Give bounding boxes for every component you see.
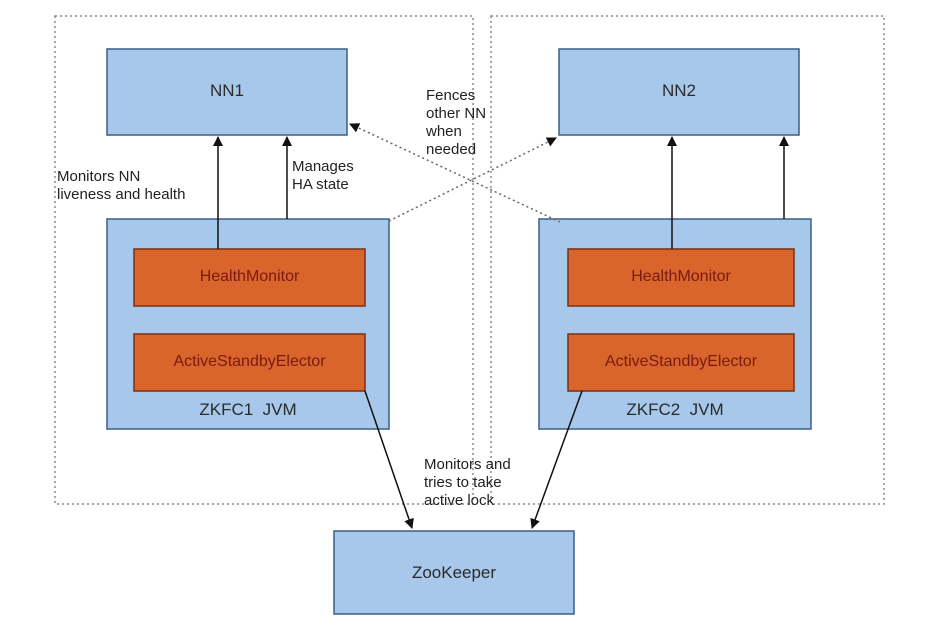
right-host-group <box>490 15 885 505</box>
nn2-box <box>558 48 800 136</box>
monitors-lock-line-1: Monitors and <box>424 456 511 473</box>
fences-annotation: Fences other NN when needed <box>426 87 486 159</box>
manages-ha-line-2: HA state <box>292 176 349 193</box>
arrow-fence-nn1 <box>349 123 561 223</box>
fences-line-1: Fences <box>426 87 476 104</box>
health-monitor-1-box <box>133 248 366 307</box>
monitors-lock-line-3: active lock <box>424 492 495 509</box>
arrow-elector1-zookeeper <box>364 390 414 529</box>
monitors-nn-line-2: liveness and health <box>57 186 186 203</box>
nn2-label: NN2 <box>661 81 696 100</box>
elector-1-label: ActiveStandbyElector <box>173 353 326 370</box>
health-monitor-1-label: HealthMonitor <box>199 268 300 285</box>
health-monitor-2-label: HealthMonitor <box>631 268 731 285</box>
monitors-nn-annotation: Monitors NN liveness and health <box>57 168 185 204</box>
zookeeper-box <box>333 530 575 615</box>
arrow-fence-nn2 <box>388 137 557 222</box>
monitors-lock-line-2: tries to take <box>424 474 502 491</box>
zkfc2-label: ZKFC2 JVM <box>626 400 724 419</box>
fences-line-2: other NN <box>426 105 487 122</box>
manages-ha-annotation: Manages HA state <box>292 158 354 194</box>
left-host-group <box>54 15 474 505</box>
elector-2-box <box>567 333 795 392</box>
nn1-label: NN1 <box>209 81 244 100</box>
monitors-lock-annotation: Monitors and tries to take active lock <box>424 456 511 510</box>
zookeeper-label: ZooKeeper <box>411 563 497 582</box>
arrow-elector2-zookeeper <box>530 390 583 529</box>
health-monitor-2-box <box>567 248 795 307</box>
fences-line-3: when <box>426 123 462 140</box>
elector-1-box <box>133 333 366 392</box>
manages-ha-line-1: Manages <box>292 158 354 175</box>
nn1-box <box>106 48 348 136</box>
zkfc1-label: ZKFC1 JVM <box>199 400 297 419</box>
fences-line-4: needed <box>426 141 477 158</box>
monitors-nn-line-1: Monitors NN <box>57 168 141 185</box>
elector-2-label: ActiveStandbyElector <box>604 353 758 370</box>
